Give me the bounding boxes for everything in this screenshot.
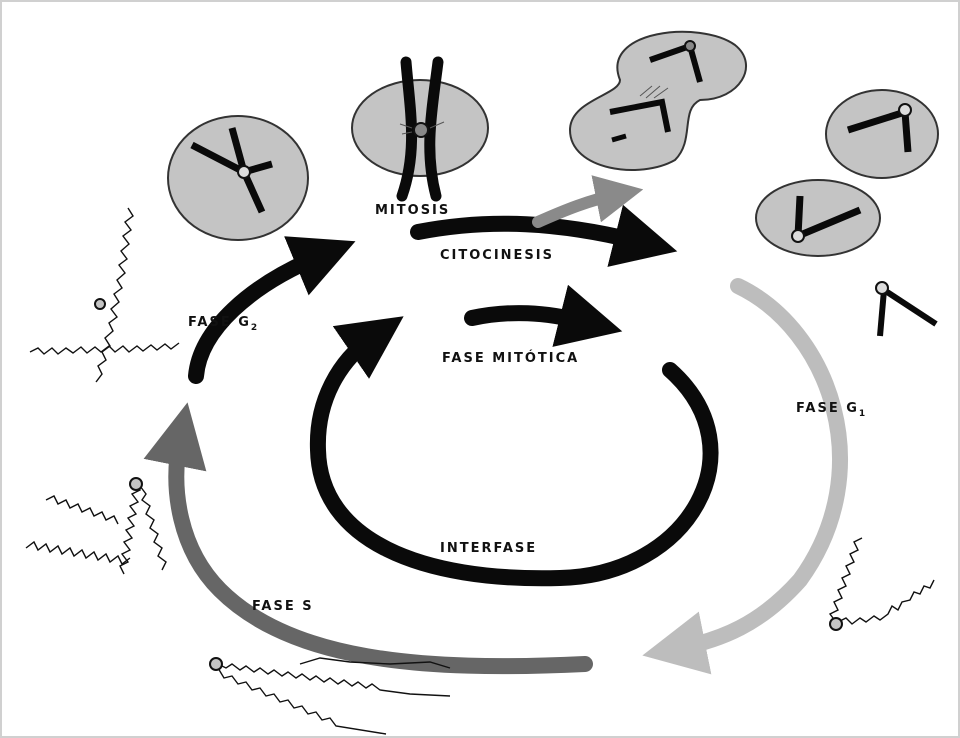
s-phase-chromatin xyxy=(25,477,167,575)
label-fase-s: FASE S xyxy=(252,599,314,614)
g1-chromatin xyxy=(828,537,935,631)
label-interfase: INTERFASE xyxy=(440,541,537,556)
g2-chromatin xyxy=(29,207,180,383)
label-fase-g2: FASE G2 xyxy=(188,315,259,333)
label-fase-g1: FASE G1 xyxy=(796,401,867,419)
cytokinesis-arrow xyxy=(532,175,644,228)
g1-chromosome xyxy=(875,281,938,337)
g1-phase-arrow xyxy=(642,278,848,675)
prophase-cell xyxy=(167,115,309,241)
daughter-cell-2 xyxy=(755,179,881,257)
metaphase-cell xyxy=(351,56,489,202)
daughter-cell-1 xyxy=(825,89,939,179)
s-phase-arrow xyxy=(143,402,593,675)
bottom-chromatin xyxy=(209,657,451,735)
label-mitosis: MITOSIS xyxy=(375,203,450,218)
label-fase-mitotica: FASE MITÓTICA xyxy=(442,350,579,366)
interphase-arrow xyxy=(309,316,719,587)
mitosis-arrow xyxy=(410,204,678,267)
label-citocinesis: CITOCINESIS xyxy=(440,248,554,263)
mitotic-phase-arrow xyxy=(464,284,623,347)
dividing-cell xyxy=(568,30,747,171)
g2-phase-arrow xyxy=(188,236,356,384)
